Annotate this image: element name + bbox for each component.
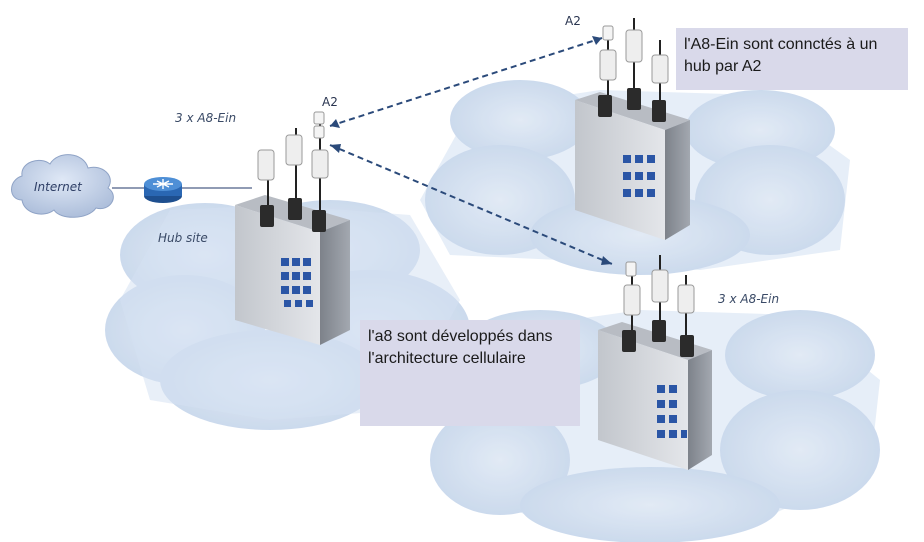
hub-group-label: 3 x A8-Ein	[175, 111, 237, 125]
bottom-group-label: 3 x A8-Ein	[718, 292, 780, 306]
internet-label: Internet	[34, 180, 82, 194]
wireless-link-bottom	[329, 144, 613, 265]
callout-connection-note: l'A8-Ein sont connctés à un hub par A2	[676, 28, 908, 90]
hub-a2-label: A2	[322, 95, 338, 109]
top-a2-label: A2	[565, 14, 581, 28]
callout-architecture-note: l'a8 sont développés dans l'architecture…	[360, 320, 580, 426]
internet-cloud-icon	[11, 154, 114, 218]
wireless-link-top	[329, 37, 603, 127]
router-icon	[144, 177, 182, 203]
bottom-antenna-array-icon	[622, 255, 695, 357]
hub-antenna-array-icon	[257, 111, 329, 232]
top-antenna-array-icon	[598, 18, 669, 122]
hub-site-label: Hub site	[158, 231, 208, 245]
